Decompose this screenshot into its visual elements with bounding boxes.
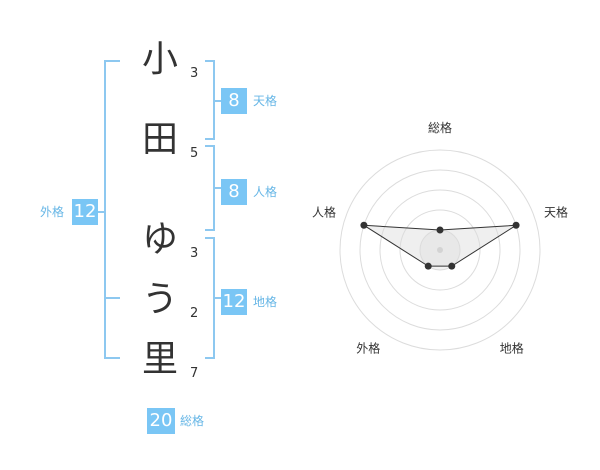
tenkaku-value: 8	[221, 88, 247, 114]
radar-series-area	[363, 224, 517, 267]
radar-axis-label-3: 地格	[500, 341, 524, 356]
gaikaku-bracket-tick	[98, 211, 106, 213]
radar-ring-5	[339, 149, 541, 351]
radar-axis-label-5: 人格	[312, 204, 336, 219]
gaikaku-label: 外格	[40, 205, 65, 219]
stroke-count-1: 3	[190, 66, 199, 81]
name-char-2: 田	[141, 119, 178, 160]
jinkaku-value: 8	[221, 179, 247, 205]
soukaku-label: 総格	[180, 414, 205, 428]
jinkaku-bracket-tick	[213, 187, 221, 189]
tenkaku-label: 天格	[253, 94, 278, 108]
radar-point-4	[424, 262, 432, 270]
radar-point-1	[436, 226, 444, 234]
stroke-count-2: 5	[190, 146, 199, 161]
gaikaku-bracket-mid	[104, 297, 120, 299]
radar-point-2	[512, 221, 520, 229]
stroke-count-4: 2	[190, 306, 199, 321]
name-char-1: 小	[141, 39, 178, 80]
name-char-3: ゆ	[141, 219, 178, 260]
radar-ring-3	[379, 189, 501, 311]
chikaku-bracket-tick	[213, 297, 221, 299]
radar-axis-label-1: 総格	[428, 120, 452, 135]
name-char-5: 里	[141, 339, 178, 380]
stroke-count-5: 7	[190, 366, 199, 381]
radar-ring-4	[359, 169, 521, 331]
tenkaku-bracket-tick	[213, 100, 221, 102]
jinkaku-label: 人格	[253, 185, 278, 199]
radar-rings	[339, 149, 541, 351]
radar-center-dot	[437, 247, 443, 253]
radar-axis-label-4: 外格	[356, 341, 380, 356]
radar-point-3	[448, 262, 456, 270]
gaikaku-value: 12	[72, 199, 98, 225]
gaikaku-bracket	[104, 60, 120, 359]
chikaku-label: 地格	[253, 295, 278, 309]
radar-series-points	[360, 221, 520, 270]
name-char-4: う	[141, 279, 178, 320]
radar-point-5	[360, 221, 368, 229]
radar-ring-2	[399, 209, 481, 291]
stroke-count-3: 3	[190, 246, 199, 261]
chikaku-value: 12	[221, 289, 247, 315]
soukaku-value: 20	[147, 408, 175, 434]
radar-axis-label-2: 天格	[544, 204, 568, 219]
